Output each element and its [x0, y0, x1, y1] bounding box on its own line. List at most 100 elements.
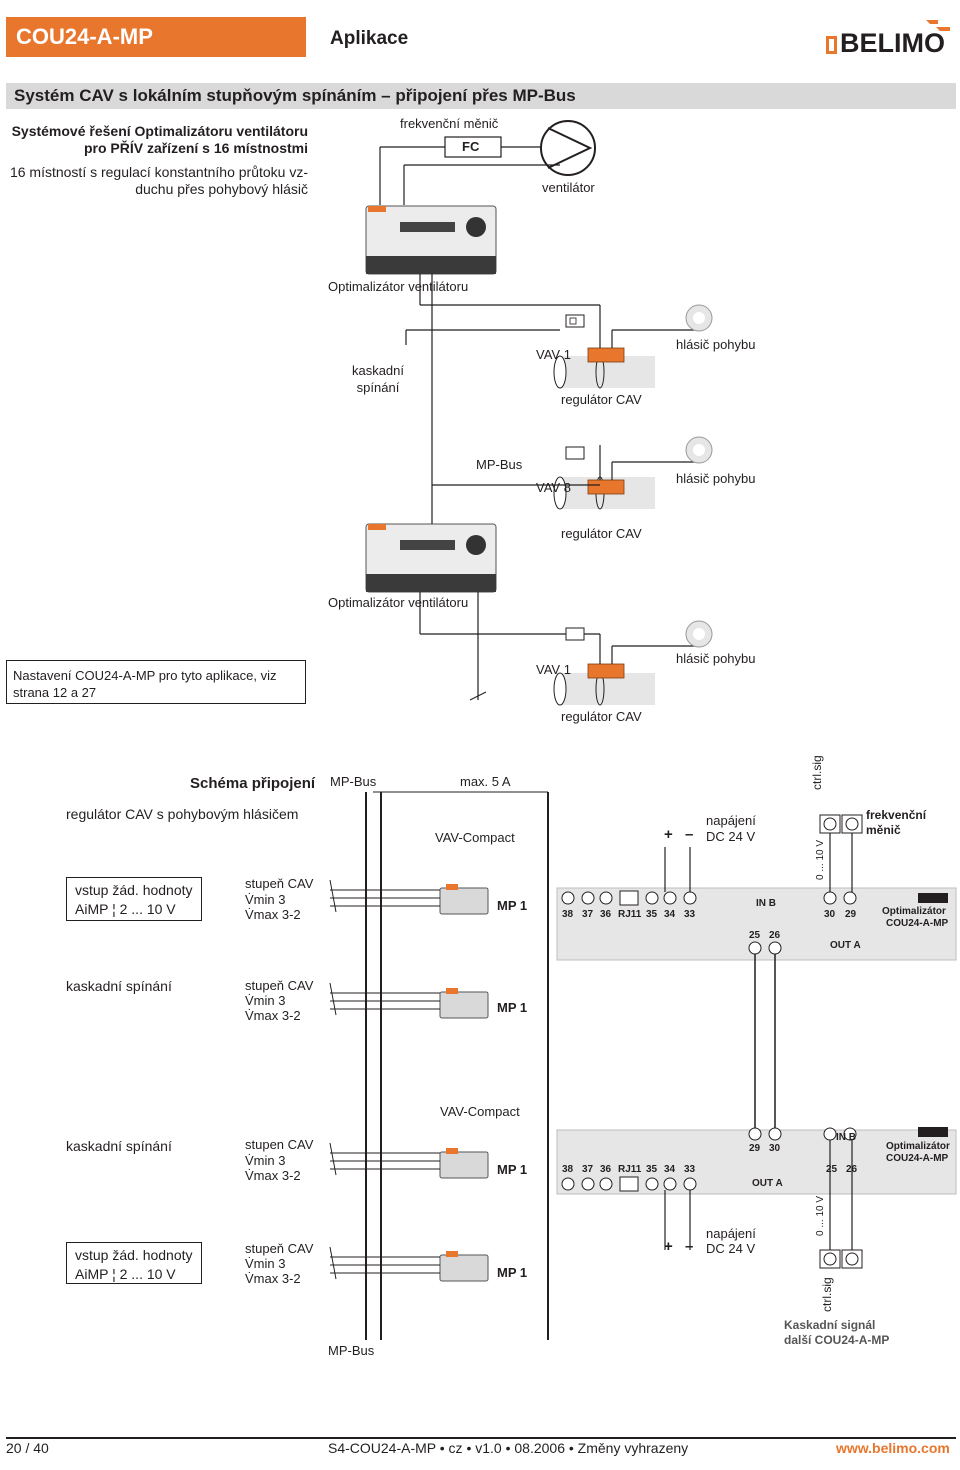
- setpoint-input-label: vstup žád. hodnoty: [75, 882, 193, 898]
- aimp-label-2: AiMP ¦ 2 ... 10 V: [75, 1266, 176, 1282]
- vmax-label-4: V̇max 3-2: [245, 1271, 301, 1286]
- intro-line1: Systémové řešení Optimalizátoru ventilát…: [11, 123, 308, 139]
- supply-label-2: napájení: [706, 1226, 756, 1241]
- svg-text:BELIMO: BELIMO: [840, 28, 945, 58]
- wiring-diagram: [329, 791, 957, 1340]
- fc-box-label: FC: [462, 139, 480, 154]
- terminal-30: 30: [824, 909, 836, 920]
- cav-label-2: regulátor CAV: [561, 526, 642, 541]
- minus-label-2: –: [685, 1238, 694, 1255]
- stage-label-4: stupeň CAV: [245, 1241, 314, 1256]
- page-title: Aplikace: [330, 28, 409, 49]
- vav8-label: VAV 8: [536, 480, 571, 495]
- wiring-heading: Schéma připojení: [190, 775, 316, 792]
- mpbus-label: MP-Bus: [330, 774, 377, 789]
- mp1-label-3: MP 1: [497, 1162, 528, 1177]
- doc-info: S4-COU24-A-MP • cz • v1.0 • 08.2006 • Zm…: [328, 1440, 689, 1456]
- range-label-2: 0 ... 10 V: [815, 1195, 826, 1236]
- terminal-34: 34: [664, 909, 676, 920]
- terminal2-33: 33: [684, 1164, 696, 1175]
- max-current: max. 5 A: [460, 774, 511, 789]
- cascade-signal-label: Kaskadní signál: [784, 1318, 876, 1332]
- terminal2-34: 34: [664, 1164, 676, 1175]
- stage-label-2: stupeň CAV: [245, 978, 314, 993]
- mp1-label-4: MP 1: [497, 1265, 528, 1280]
- fan-label: ventilátor: [542, 180, 595, 195]
- next-device-label: další COU24-A-MP: [784, 1333, 890, 1347]
- product-name: COU24-A-MP: [6, 17, 306, 57]
- out-a-label-2: OUT A: [752, 1178, 783, 1189]
- cascade-label-1: kaskadní spínání: [66, 978, 172, 994]
- ctrl-sig-label-1: ctrl.sig: [810, 755, 824, 790]
- footer-divider: [6, 1437, 956, 1439]
- mp1-label-2: MP 1: [497, 1000, 528, 1015]
- optimizer-device-2: [365, 523, 497, 593]
- fc-label: frekvenční měnič: [400, 116, 499, 131]
- vmin-label-2: V̇min 3: [245, 993, 286, 1008]
- terminal-25: 25: [749, 930, 761, 941]
- actuator-row-3: [439, 1148, 489, 1179]
- plus-label-1: +: [664, 826, 673, 843]
- stage-label-1: stupeň CAV: [245, 876, 314, 891]
- terminal2-37: 37: [582, 1164, 594, 1175]
- vmin-label-4: V̇min 3: [245, 1256, 286, 1271]
- page-number: 20 / 40: [6, 1440, 49, 1456]
- minus-label-1: –: [685, 826, 694, 843]
- terminal-36: 36: [600, 909, 612, 920]
- plus-label-2: +: [664, 1238, 673, 1255]
- cascade-label-2: kaskadní spínání: [66, 1138, 172, 1154]
- terminal2-25: 25: [826, 1164, 838, 1175]
- terminal-29: 29: [845, 909, 857, 920]
- setpoint-box-1: vstup žád. hodnoty AiMP ¦ 2 ... 10 V: [66, 877, 202, 921]
- mp1-label-1: MP 1: [497, 898, 528, 913]
- section-title: Systém CAV s lokálním stupňovým spínáním…: [6, 83, 956, 109]
- terminal2-38: 38: [562, 1164, 574, 1175]
- terminal-rj11: RJ11: [618, 909, 642, 920]
- device-label-box-1: COU24-A-MP: [886, 918, 949, 929]
- vmax-label-1: V̇max 3-2: [245, 907, 301, 922]
- terminal2-30: 30: [769, 1143, 781, 1154]
- vmin-label-3: V̇min 3: [245, 1153, 286, 1168]
- intro-line2: pro PŘÍV zařízení s 16 místnostmi: [83, 140, 308, 156]
- vav1-label-bottom: VAV 1: [536, 662, 571, 677]
- fc-label-2: měnič: [866, 823, 901, 837]
- terminal-26: 26: [769, 930, 781, 941]
- vmax-label-2: V̇max 3-2: [245, 1008, 301, 1023]
- website-link[interactable]: www.belimo.com: [836, 1440, 950, 1456]
- terminal2-36: 36: [600, 1164, 612, 1175]
- terminal2-26: 26: [846, 1164, 858, 1175]
- aimp-label: AiMP ¦ 2 ... 10 V: [75, 901, 176, 917]
- vmax-label-3: V̇max 3-2: [245, 1168, 301, 1183]
- cav-motion-label: regulátor CAV s pohybovým hlásičem: [66, 806, 299, 822]
- optimizer-device-1: [365, 205, 497, 275]
- optimizer-label-1: Optimalizátor ventilátoru: [328, 279, 469, 294]
- intro-line3: 16 místností s regulací konstantního prů…: [9, 164, 308, 180]
- motion-label-3: hlásič pohybu: [676, 651, 756, 666]
- range-label-1: 0 ... 10 V: [815, 839, 826, 880]
- cascade-label: kaskadní spínání: [351, 363, 405, 395]
- actuator-row-1: [439, 884, 489, 915]
- vav1-label: VAV 1: [536, 347, 571, 362]
- fc-label-1: frekvenční: [866, 808, 927, 822]
- actuator-row-4: [439, 1251, 489, 1282]
- vav-compact-label-1: VAV-Compact: [435, 830, 515, 845]
- out-a-label-1: OUT A: [830, 940, 861, 951]
- vav-compact-label-2: VAV-Compact: [440, 1104, 520, 1119]
- terminal-38: 38: [562, 909, 574, 920]
- in-b-label-2: IN B: [836, 1132, 856, 1143]
- optimizer-label-box-2: Optimalizátor: [886, 1141, 950, 1152]
- supply-voltage-2: DC 24 V: [706, 1241, 756, 1256]
- device-label-box-2: COU24-A-MP: [886, 1153, 949, 1164]
- cav-label-3: regulátor CAV: [561, 709, 642, 724]
- actuator-row-2: [439, 988, 489, 1019]
- terminal-35: 35: [646, 909, 658, 920]
- terminal-33: 33: [684, 909, 696, 920]
- intro-line4: duchu přes pohybový hlásič: [135, 181, 308, 197]
- supply-label-1: napájení: [706, 813, 756, 828]
- motion-label-1: hlásič pohybu: [676, 337, 756, 352]
- ctrl-sig-label-2: ctrl.sig: [820, 1277, 834, 1312]
- system-diagram: [365, 120, 713, 706]
- optimizer-label-2: Optimalizátor ventilátoru: [328, 595, 469, 610]
- settings-note: Nastavení COU24-A-MP pro tyto aplikace, …: [6, 660, 306, 704]
- in-b-label-1: IN B: [756, 898, 776, 909]
